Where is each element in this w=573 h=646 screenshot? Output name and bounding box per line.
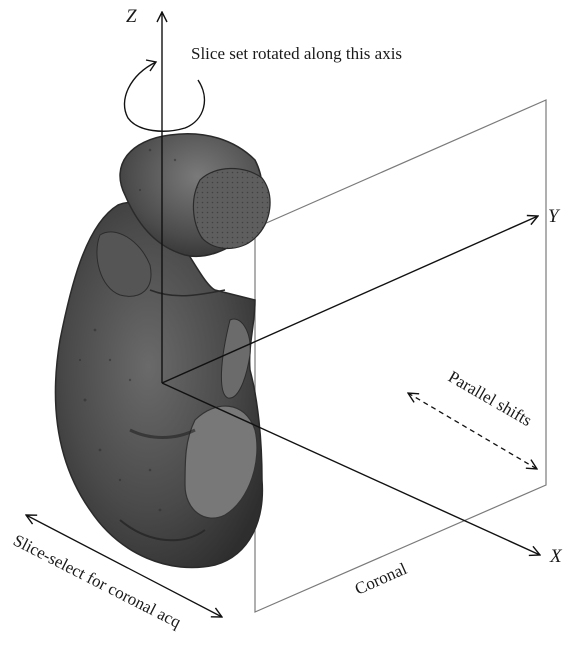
- rotation-annotation: Slice set rotated along this axis: [191, 44, 402, 63]
- rotation-arrow-icon: [124, 60, 204, 131]
- z-axis-label: Z: [126, 6, 137, 27]
- coronal-plane-label: Coronal: [352, 559, 410, 599]
- parallel-shifts-label: Parallel shifts: [445, 367, 535, 430]
- coronal-plane: [255, 100, 546, 612]
- y-axis-label: Y: [548, 206, 561, 227]
- x-axis-label: X: [549, 546, 563, 567]
- specimen-embryo: [55, 134, 270, 568]
